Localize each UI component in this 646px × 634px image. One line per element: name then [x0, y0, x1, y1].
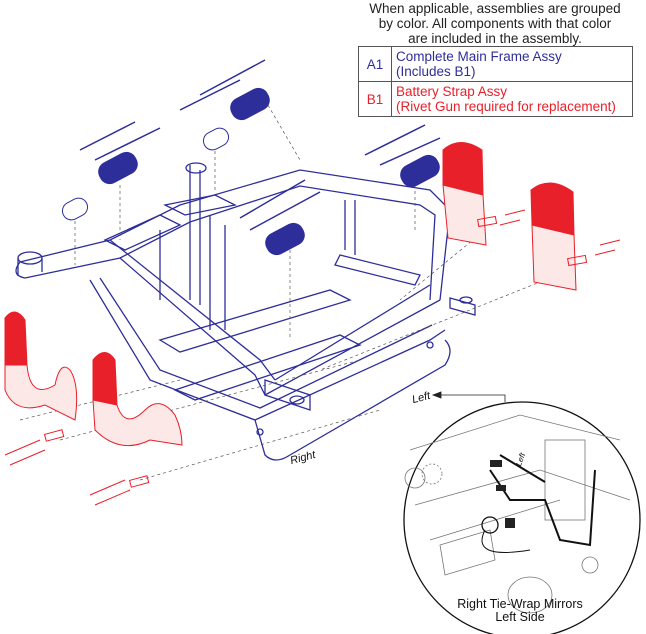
- legend-subtitle: (Rivet Gun required for replacement): [396, 99, 616, 114]
- legend-title: Battery Strap Assy: [396, 84, 508, 99]
- legend-code: A1: [358, 46, 392, 82]
- legend-description: Complete Main Frame Assy (Includes B1): [391, 46, 633, 82]
- note-line: by color. All components with that color: [378, 16, 612, 31]
- frame-sleeves: [61, 87, 440, 256]
- legend-subtitle: (Includes B1): [396, 64, 476, 79]
- legend-row-b1: B1 Battery Strap Assy (Rivet Gun require…: [358, 81, 633, 117]
- legend-description: Battery Strap Assy (Rivet Gun required f…: [391, 81, 633, 117]
- assembly-color-note: When applicable, assemblies are grouped …: [345, 1, 645, 46]
- dashed-leader-lines: [19, 99, 571, 481]
- legend-row-a1: A1 Complete Main Frame Assy (Includes B1…: [358, 46, 633, 82]
- legend-code: B1: [358, 81, 392, 117]
- note-line: When applicable, assemblies are grouped: [369, 1, 621, 16]
- battery-straps: [4, 142, 577, 447]
- caption-line: Left Side: [495, 610, 545, 624]
- main-frame-assembly: [15, 162, 476, 461]
- caption-line: Right Tie-Wrap Mirrors: [457, 597, 583, 611]
- note-line: are included in the assembly.: [408, 31, 582, 46]
- rivets: [4, 209, 621, 506]
- assembly-legend-table: A1 Complete Main Frame Assy (Includes B1…: [358, 46, 633, 117]
- detail-callout-arrow: [431, 391, 506, 402]
- detail-caption: Right Tie-Wrap Mirrors Left Side: [420, 598, 620, 624]
- legend-title: Complete Main Frame Assy: [396, 49, 562, 64]
- detail-view-circle: [403, 401, 641, 634]
- frame-rods: [79, 59, 441, 231]
